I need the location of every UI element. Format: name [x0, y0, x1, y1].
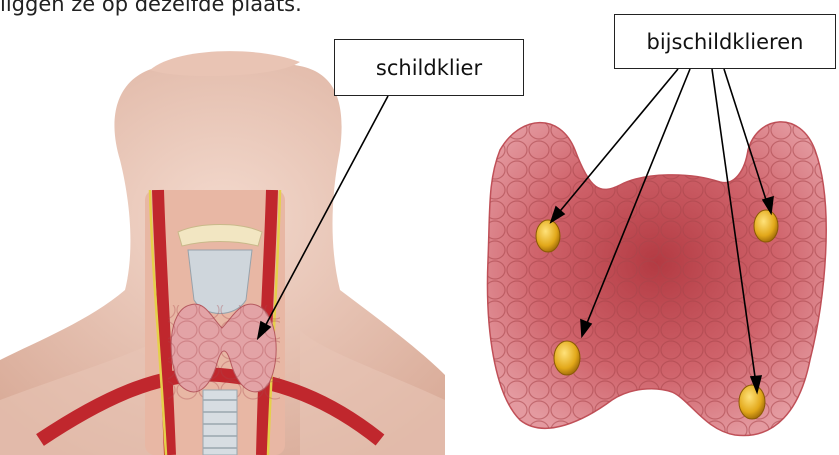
parathyroid-gland-lower-left	[554, 341, 580, 375]
parathyroid-gland-upper-left	[536, 220, 560, 252]
thyroid-texture	[168, 305, 280, 400]
neck-illustration	[0, 51, 445, 455]
label-schildklier: schildklier	[334, 39, 524, 96]
parathyroid-gland-upper-right	[754, 210, 778, 242]
parathyroid-gland-lower-right	[739, 385, 765, 419]
thyroid-lobes-texture	[487, 122, 826, 436]
thyroid-illustration	[487, 122, 826, 436]
label-bijschildklieren: bijschildklieren	[614, 14, 836, 69]
